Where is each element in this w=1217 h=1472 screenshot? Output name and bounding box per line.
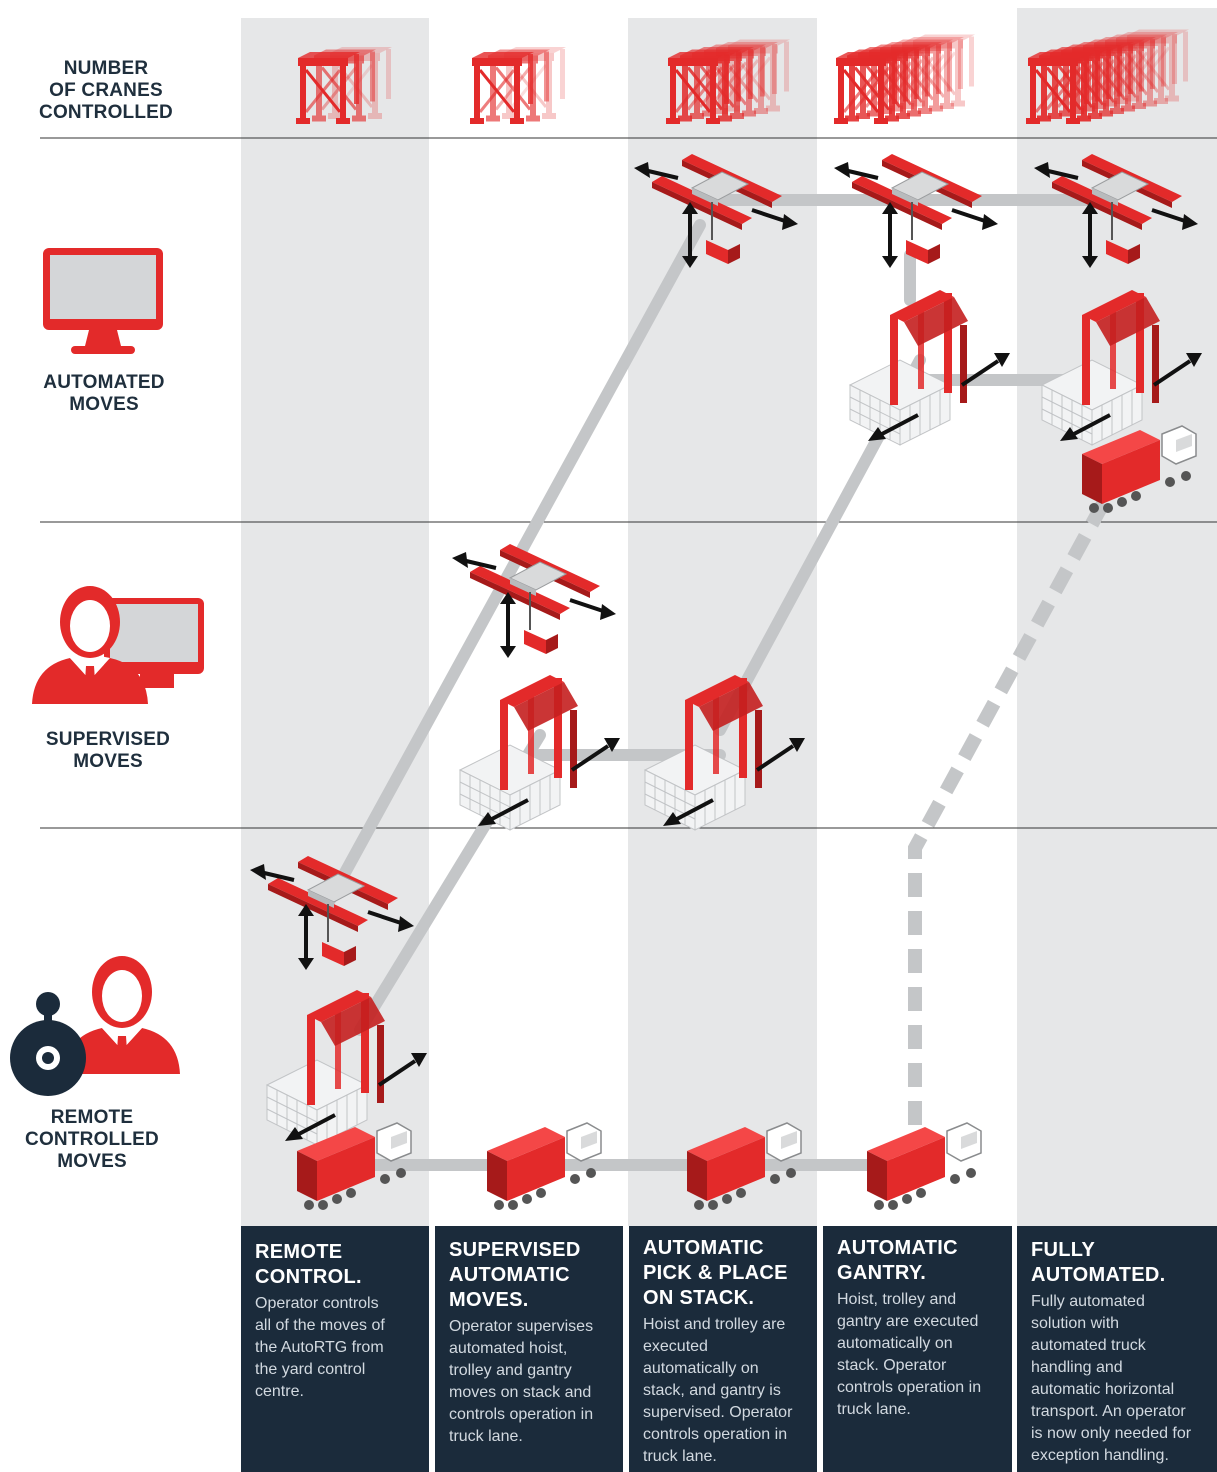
panel-description: Operator supervises automated hoist, tro… bbox=[449, 1318, 594, 1445]
level-panel-automatic-gantry: AUTOMATIC GANTRY. Hoist, trolley and gan… bbox=[823, 1226, 1012, 1472]
panel-description: Hoist, trolley and gantry are executed a… bbox=[837, 1291, 982, 1418]
level-panel-remote-control: REMOTE CONTROL. Operator controls all of… bbox=[241, 1226, 429, 1472]
panel-title: FULLY AUTOMATED. bbox=[1031, 1239, 1166, 1286]
panel-title: AUTOMATIC PICK & PLACE ON STACK. bbox=[643, 1237, 788, 1309]
row-label-automated: AUTOMATED MOVES bbox=[43, 372, 165, 415]
panel-title: REMOTE CONTROL. bbox=[255, 1241, 362, 1288]
panel-title: SUPERVISED AUTOMATIC MOVES. bbox=[449, 1239, 581, 1311]
row-dividers bbox=[40, 137, 1217, 829]
row-label-supervised: SUPERVISED MOVES bbox=[45, 729, 171, 772]
level-panel-pick-place: AUTOMATIC PICK & PLACE ON STACK. Hoist a… bbox=[629, 1226, 817, 1472]
panel-description: Fully automated solution with automated … bbox=[1031, 1293, 1192, 1464]
hoist-trolley-icon bbox=[832, 152, 1000, 270]
operator-joystick-icon bbox=[10, 956, 180, 1096]
panel-description: Hoist and trolley are executed automatic… bbox=[643, 1316, 793, 1465]
panel-description: Operator controls all of the moves of th… bbox=[255, 1295, 385, 1400]
level-panel-fully-automated: FULLY AUTOMATED. Fully automated solutio… bbox=[1017, 1226, 1217, 1472]
level-panel-supervised: SUPERVISED AUTOMATIC MOVES. Operator sup… bbox=[435, 1226, 623, 1472]
container-stack-icon bbox=[848, 288, 1012, 447]
cranes-controlled-label: NUMBER OF CRANES CONTROLLED bbox=[39, 58, 173, 123]
monitor-icon bbox=[43, 248, 163, 354]
row-label-remote: REMOTE CONTROLLED MOVES bbox=[25, 1107, 159, 1172]
dashed-path bbox=[908, 496, 1112, 1125]
truck-icon bbox=[866, 1122, 982, 1211]
panel-title: AUTOMATIC GANTRY. bbox=[837, 1237, 958, 1284]
operator-monitor-icon bbox=[32, 586, 204, 704]
